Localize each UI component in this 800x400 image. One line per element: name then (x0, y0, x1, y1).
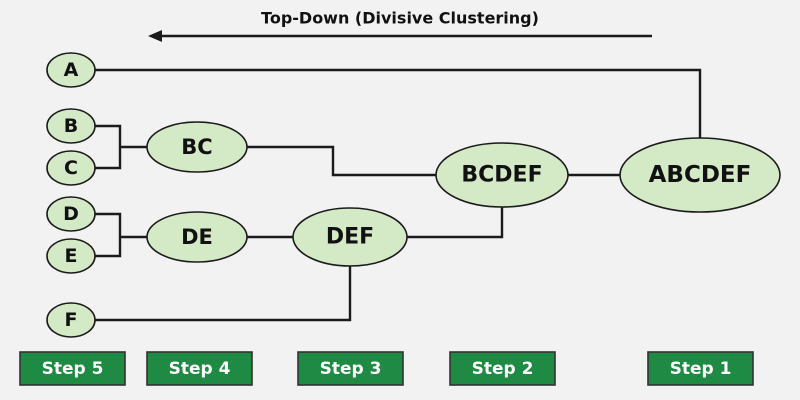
node-f-shape[interactable] (46, 302, 96, 338)
leaf-nodes-group: A B C D E F (46, 52, 96, 338)
step-legend-group: Step 5 Step 4 Step 3 Step 2 Step 1 (19, 351, 754, 386)
node-bc-label: BC (181, 135, 212, 159)
node-def-label: DEF (326, 225, 374, 250)
step-box-2-label: Step 2 (472, 359, 534, 379)
link-a-to-abcdef (95, 68, 702, 138)
step-box-5-label: Step 5 (42, 359, 104, 379)
link-d-e-bracket (95, 212, 122, 258)
node-c[interactable]: C (46, 150, 96, 186)
step-box-4-label: Step 4 (169, 359, 231, 379)
step-box-5[interactable]: Step 5 (19, 351, 126, 386)
step-box-3[interactable]: Step 3 (297, 351, 404, 386)
node-b-shape[interactable] (46, 108, 96, 144)
node-e-label: E (65, 245, 78, 267)
step-box-1[interactable]: Step 1 (647, 351, 754, 386)
cluster-nodes-group: BC DE DEF BCDEF ABCDEF (146, 121, 781, 267)
step-box-1-label: Step 1 (670, 359, 732, 379)
step-box-5-shape[interactable] (19, 351, 126, 386)
node-bc-shape[interactable] (146, 121, 248, 173)
link-def-to-bcdef (407, 207, 504, 239)
node-def-shape[interactable] (292, 207, 408, 267)
step-box-2[interactable]: Step 2 (449, 351, 556, 386)
links-group (95, 68, 702, 322)
header-group: Top-Down (Divisive Clustering) (148, 9, 652, 42)
node-d[interactable]: D (46, 196, 96, 232)
node-abcdef-shape[interactable] (619, 137, 781, 213)
node-c-shape[interactable] (46, 150, 96, 186)
node-de[interactable]: DE (146, 211, 248, 263)
node-d-shape[interactable] (46, 196, 96, 232)
node-bcdef-label: BCDEF (461, 163, 542, 188)
step-box-2-shape[interactable] (449, 351, 556, 386)
node-f[interactable]: F (46, 302, 96, 338)
diagram-title: Top-Down (Divisive Clustering) (261, 9, 539, 28)
link-f-to-def (95, 266, 352, 322)
node-a-shape[interactable] (46, 52, 96, 88)
node-a[interactable]: A (46, 52, 96, 88)
node-bcdef[interactable]: BCDEF (435, 142, 569, 208)
node-bcdef-shape[interactable] (435, 142, 569, 208)
node-de-shape[interactable] (146, 211, 248, 263)
node-de-label: DE (181, 225, 213, 249)
node-d-label: D (63, 203, 79, 225)
direction-arrow-head-icon (148, 30, 162, 42)
node-e-shape[interactable] (46, 238, 96, 274)
node-a-label: A (64, 59, 79, 81)
node-b-label: B (64, 115, 78, 137)
node-b[interactable]: B (46, 108, 96, 144)
step-box-4[interactable]: Step 4 (146, 351, 253, 386)
node-c-label: C (64, 157, 78, 179)
node-abcdef-label: ABCDEF (649, 162, 752, 188)
step-box-1-shape[interactable] (647, 351, 754, 386)
node-f-label: F (65, 309, 78, 331)
step-box-3-shape[interactable] (297, 351, 404, 386)
step-box-4-shape[interactable] (146, 351, 253, 386)
node-e[interactable]: E (46, 238, 96, 274)
step-box-3-label: Step 3 (320, 359, 382, 379)
link-bc-to-bcdef (247, 145, 436, 177)
node-def[interactable]: DEF (292, 207, 408, 267)
node-bc[interactable]: BC (146, 121, 248, 173)
node-abcdef[interactable]: ABCDEF (619, 137, 781, 213)
